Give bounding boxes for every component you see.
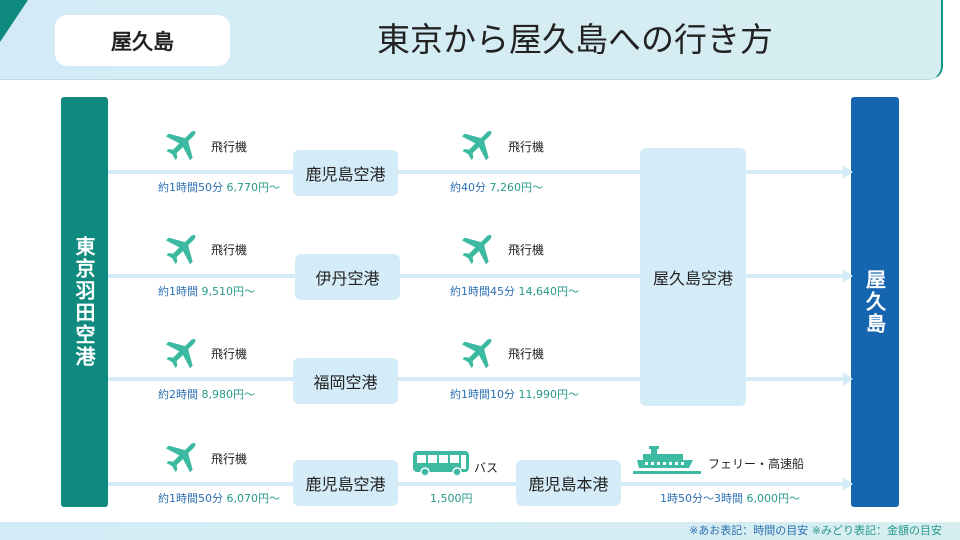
mode-label: 飛行機 — [211, 452, 248, 466]
arrow-icon — [843, 477, 853, 491]
leg-info: 約2時間 8,980円〜 — [158, 386, 255, 402]
price-text: 6,770円〜 — [226, 181, 281, 194]
airplane-icon — [160, 230, 202, 270]
time-text: 約1時間50分 — [158, 181, 223, 194]
ferry-icon — [633, 446, 701, 474]
via-box: 鹿児島空港 — [293, 150, 398, 196]
price-text: 6,000円〜 — [746, 492, 801, 505]
airplane-icon — [160, 334, 202, 374]
price-text: 6,070円〜 — [226, 492, 281, 505]
route-line-1 — [108, 170, 845, 174]
legend-footer: ※あお表記：時間の目安 ※みどり表記：金額の目安 — [0, 522, 960, 540]
mode-label: バス — [474, 461, 499, 475]
time-text: 約1時間45分 — [450, 285, 515, 298]
airplane-icon — [160, 438, 202, 478]
time-text: 約1時間50分 — [158, 492, 223, 505]
leg-info: 約1時間10分 11,990円〜 — [450, 386, 579, 402]
airplane-icon — [160, 126, 202, 166]
time-text: 約2時間 — [158, 388, 198, 401]
via-box: 福岡空港 — [293, 358, 398, 404]
category-tag: 屋久島 — [55, 15, 230, 66]
time-legend: ※あお表記：時間の目安 — [689, 524, 809, 537]
bus-icon — [413, 451, 469, 477]
time-text: 約40分 — [450, 181, 486, 194]
leg-info: 約1時間50分 6,770円〜 — [158, 179, 280, 195]
corner-decoration — [0, 0, 28, 42]
airplane-icon — [456, 126, 498, 166]
leg-info: 約1時間45分 14,640円〜 — [450, 283, 579, 299]
arrow-icon — [843, 372, 853, 386]
leg-info: 約40分 7,260円〜 — [450, 179, 543, 195]
arrow-icon — [843, 269, 853, 283]
route-line-3 — [108, 377, 845, 381]
time-text: 約1時間 — [158, 285, 198, 298]
via-box: 鹿児島本港 — [516, 460, 621, 506]
leg-info: 約1時間 9,510円〜 — [158, 283, 255, 299]
time-text: 約1時間10分 — [450, 388, 515, 401]
price-text: 7,260円〜 — [489, 181, 544, 194]
yakushima-airport-box: 屋久島空港 — [640, 148, 746, 406]
arrow-icon — [843, 165, 853, 179]
price-text: 14,640円〜 — [518, 285, 580, 298]
airplane-icon — [456, 334, 498, 374]
origin-column: 東京羽田空港 — [61, 97, 108, 507]
via-box: 伊丹空港 — [295, 254, 400, 300]
mode-label: 飛行機 — [508, 140, 545, 154]
time-text: 1時50分〜3時間 — [660, 492, 743, 505]
mode-label: 飛行機 — [211, 347, 248, 361]
leg-info: 1時50分〜3時間 6,000円〜 — [660, 490, 800, 506]
price-legend: ※みどり表記：金額の目安 — [811, 524, 942, 537]
price-text: 11,990円〜 — [518, 388, 580, 401]
airplane-icon — [456, 230, 498, 270]
mode-label: 飛行機 — [508, 243, 545, 257]
leg-info: 約1時間50分 6,070円〜 — [158, 490, 280, 506]
mode-label: 飛行機 — [508, 347, 545, 361]
destination-column: 屋久島 — [851, 97, 899, 507]
via-box: 鹿児島空港 — [293, 460, 398, 506]
page-title: 東京から屋久島への行き方 — [377, 20, 773, 59]
route-line-2 — [108, 274, 845, 278]
price-text: 8,980円〜 — [201, 388, 256, 401]
mode-label: 飛行機 — [211, 140, 248, 154]
route-line-4 — [108, 482, 845, 486]
price-text: 1,500円 — [430, 492, 473, 505]
price-text: 9,510円〜 — [201, 285, 256, 298]
mode-label: フェリー・高速船 — [708, 457, 805, 471]
mode-label: 飛行機 — [211, 243, 248, 257]
